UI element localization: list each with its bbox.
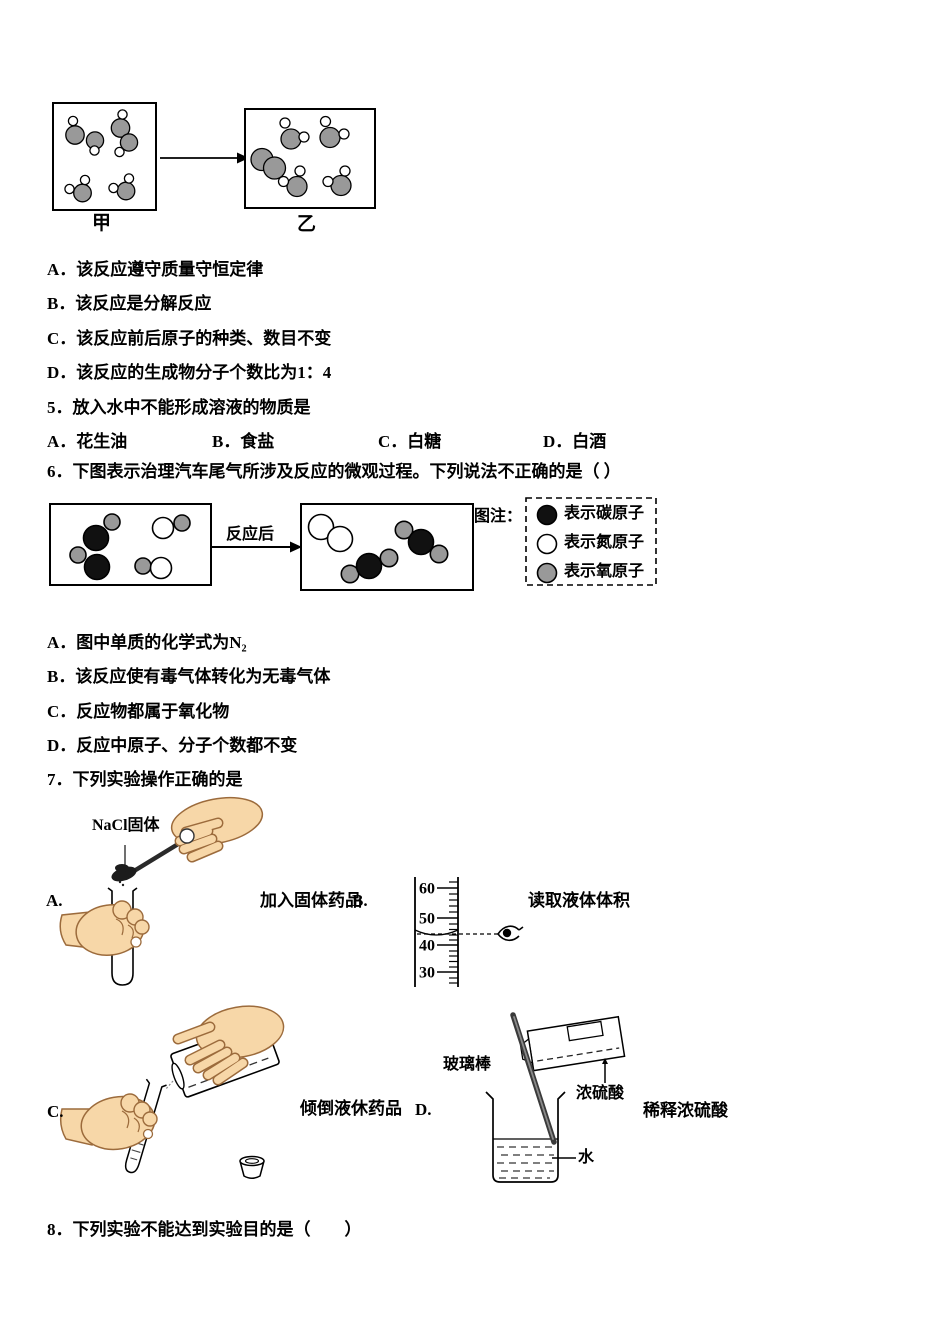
- q7-stem: 7．下列实验操作正确的是: [47, 770, 243, 789]
- scale-60: 60: [419, 881, 435, 898]
- reaction-arrow: [212, 541, 302, 553]
- scale-50: 50: [419, 911, 435, 928]
- q4-option-d: D．该反应的生成物分子个数比为1：4: [47, 363, 332, 382]
- legend-oxygen-label: 表示氧原子: [564, 563, 645, 580]
- q4-option-a: A．该反应遵守质量守恒定律: [47, 260, 264, 279]
- label-jia: 甲: [92, 213, 112, 234]
- q6-option-a: A．图中单质的化学式为N₂: [47, 633, 247, 652]
- q5-stem: 5．放入水中不能形成溶液的物质是: [47, 398, 311, 417]
- meniscus: [414, 929, 459, 936]
- water-label: 水: [578, 1149, 595, 1166]
- molecule-co2: [340, 548, 399, 584]
- molecule-h2o: [277, 165, 308, 198]
- molecule-co2: [394, 520, 449, 564]
- molecules-jia: [64, 109, 139, 203]
- q7-item-c-letter: C.: [47, 1102, 64, 1121]
- arrow-label: 反应后: [226, 526, 275, 543]
- molecules-yi: [250, 115, 352, 198]
- rod-label: 玻璃棒: [443, 1056, 492, 1073]
- reaction-arrow: [160, 152, 249, 164]
- molecule-o2: [250, 147, 287, 180]
- molecule-n2: [307, 513, 354, 553]
- q7-item-a-letter: A.: [46, 891, 63, 910]
- legend-nitrogen-label: 表示氮原子: [564, 534, 645, 551]
- bottle-label: [566, 1020, 604, 1042]
- q7-item-d-caption: 稀释浓硫酸: [643, 1101, 728, 1120]
- q4-option-c: C．该反应前后原子的种类、数目不变: [47, 329, 332, 348]
- q7-item-c-caption: 倾倒液休药品: [300, 1099, 402, 1118]
- figure-q7c-pour-liquid: [59, 1005, 285, 1179]
- q7-item-d-letter: D.: [415, 1100, 432, 1119]
- figure-q6-micro-process: [49, 497, 657, 591]
- hand-holding-test-tube: [59, 900, 150, 956]
- legend-title: 图注：: [474, 508, 523, 525]
- figure-q7a-add-solid: [59, 796, 264, 986]
- figure-q7d-dilute-acid: [485, 1012, 626, 1183]
- q4-option-b: B．该反应是分解反应: [47, 294, 212, 313]
- acid-label: 浓硫酸: [576, 1085, 625, 1102]
- graduated-cylinder: 60 50 40 30: [414, 877, 459, 987]
- water: [497, 1146, 554, 1179]
- molecule-h2o2: [110, 109, 139, 158]
- scale-40: 40: [419, 938, 435, 955]
- figure-a-reagent-label: NaCl固体: [92, 817, 160, 834]
- q6-option-d: D．反应中原子、分子个数都不变: [47, 736, 298, 755]
- legend-nitrogen-swatch: [536, 533, 558, 555]
- molecules-after: [307, 513, 449, 584]
- acid-pointer-line: [602, 1058, 608, 1083]
- figure-q4-molecular-diagram: [52, 102, 376, 211]
- scale-30: 30: [419, 965, 435, 982]
- stopper: [239, 1155, 265, 1179]
- eye-icon: [497, 925, 524, 942]
- q6-stem: 6．下图表示治理汽车尾气所涉及反应的微观过程。下列说法不正确的是（ ）: [47, 462, 621, 481]
- q7-item-a-caption: 加入固体药品: [260, 891, 362, 910]
- molecules-before: [69, 513, 191, 581]
- molecule-h2o: [322, 165, 352, 197]
- molecule-no: [151, 514, 191, 540]
- acid-bottle: [519, 1015, 626, 1072]
- molecule-h2o: [108, 173, 136, 201]
- q6-option-c: C．反应物都属于氧化物: [47, 702, 230, 721]
- hand-holding-test-tube: [59, 1093, 158, 1151]
- beaker: [485, 1091, 566, 1183]
- box-yi: [244, 108, 376, 209]
- legend-carbon-label: 表示碳原子: [564, 505, 645, 522]
- legend-swatches: [536, 504, 558, 584]
- molecule-h2o2: [65, 115, 105, 156]
- q5-option-a: A．花生油: [47, 432, 128, 451]
- molecule-h2o: [279, 117, 310, 150]
- hand-holding-bottle: [172, 1005, 285, 1086]
- q7-item-b-letter: B.: [352, 891, 368, 910]
- molecule-h2o: [64, 174, 92, 203]
- glass-rod: [510, 1012, 557, 1145]
- q5-option-c: C．白糖: [378, 432, 442, 451]
- q6-option-b: B．该反应使有毒气体转化为无毒气体: [47, 667, 331, 686]
- label-yi: 乙: [297, 214, 317, 235]
- spatula: [111, 835, 191, 887]
- legend-carbon-swatch: [536, 504, 558, 526]
- molecule-h2o: [319, 115, 350, 149]
- legend-oxygen-swatch: [536, 562, 558, 584]
- hand-holding-spatula: [170, 796, 264, 863]
- figure-q7b-read-volume: 60 50 40 30: [414, 877, 524, 987]
- molecule-co: [69, 546, 111, 581]
- q5-option-d: D．白酒: [543, 432, 607, 451]
- q8-stem: 8．下列实验不能达到实验目的是（ ）: [47, 1220, 362, 1239]
- molecule-no: [134, 556, 173, 580]
- molecule-co: [82, 513, 121, 552]
- q7-item-b-caption: 读取液体体积: [528, 891, 630, 910]
- q5-option-b: B．食盐: [212, 432, 275, 451]
